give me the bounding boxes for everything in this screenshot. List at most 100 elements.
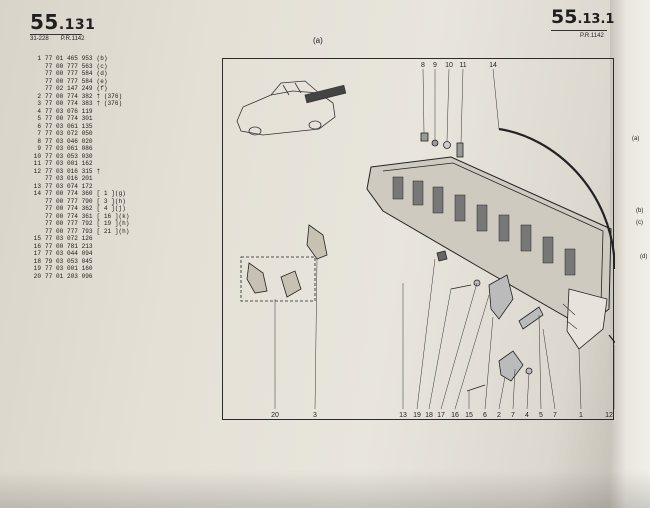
part-reference: 79 03 053 045 xyxy=(45,257,93,265)
part-note: (c) xyxy=(96,62,108,70)
car-sketch xyxy=(236,80,347,136)
part-note: † (376) xyxy=(96,92,123,100)
part-number: 17 xyxy=(33,250,41,257)
part-reference: 77 03 044 094 xyxy=(45,250,93,257)
header-pr-code: P.R.1142 xyxy=(60,36,85,42)
page-code-right: 55.13.1 xyxy=(551,6,614,28)
page-code-main: 55 xyxy=(30,10,59,34)
page-code-right-sub: .13.1 xyxy=(577,12,615,27)
part-reference: 77 03 001 160 xyxy=(45,265,93,272)
part-number: 15 xyxy=(33,235,41,242)
parts-row: 77 00 774 361[ 16 ](k) xyxy=(32,213,129,221)
callout-label: 10 xyxy=(445,62,453,69)
page-code-left: 55.131 xyxy=(30,10,95,34)
callout-label: 20 xyxy=(271,412,279,419)
parts-row: 16 77 00 781 213 xyxy=(32,243,129,251)
callout-label: 15 xyxy=(465,412,473,419)
part-reference: 77 00 777 790 xyxy=(45,197,93,205)
header-rule-left xyxy=(30,34,82,35)
part-number: 6 xyxy=(37,122,41,130)
part-note: [ 21 ](h) xyxy=(96,227,130,235)
parts-row: 77 00 777 790[ 3 ](h) xyxy=(32,198,129,206)
part-number: 18 xyxy=(33,257,41,265)
parts-row: 19 77 03 001 160 xyxy=(32,265,129,273)
part-number: 4 xyxy=(37,107,41,115)
callout-label: 7 xyxy=(553,412,557,419)
part-number: 16 xyxy=(33,242,41,250)
parts-row: 77 00 777 563(c) xyxy=(32,63,129,71)
part-number: 19 xyxy=(33,265,41,272)
part-note: (e) xyxy=(96,77,108,85)
part-number: 7 xyxy=(37,130,41,137)
part-reference: 77 00 774 361 xyxy=(45,212,93,220)
part-reference: 77 02 147 249 xyxy=(45,85,93,92)
part-note: † xyxy=(96,167,101,175)
part-reference: 77 03 016 315 xyxy=(45,167,93,175)
callout-label: 19 xyxy=(413,412,421,419)
parts-row: 7 77 03 072 050 xyxy=(32,130,129,138)
part-reference: 77 03 016 201 xyxy=(45,175,93,182)
part-number: 11 xyxy=(33,160,41,167)
callout-label: 17 xyxy=(437,412,445,419)
part-reference: 77 00 777 584 xyxy=(45,77,93,85)
margin-label: (b) xyxy=(636,208,644,214)
part-reference: 77 03 046 020 xyxy=(45,137,93,145)
part-number: 14 xyxy=(33,190,41,197)
part-number: 9 xyxy=(37,145,41,152)
part-number: 20 xyxy=(33,272,41,280)
parts-row: 77 00 777 792[ 19 ](h) xyxy=(32,220,129,228)
parts-row: 4 77 03 076 119 xyxy=(32,108,129,116)
part-reference: 77 03 076 119 xyxy=(45,107,93,115)
callout-label: 4 xyxy=(525,412,529,419)
margin-label: (d) xyxy=(640,254,648,260)
part-reference: 77 03 072 050 xyxy=(45,130,93,137)
part-note: [ 4 ](j) xyxy=(96,205,126,212)
part-note: (b) xyxy=(96,55,108,62)
parts-row: 77 00 777 793[ 21 ](h) xyxy=(32,228,129,236)
part-reference: 77 01 203 096 xyxy=(45,272,93,280)
part-reference: 77 00 774 360 xyxy=(45,190,93,197)
trim-strip xyxy=(498,127,617,270)
part-reference: 77 03 001 162 xyxy=(45,160,93,167)
callout-label: 14 xyxy=(489,62,497,69)
parts-row: 77 03 016 201 xyxy=(32,175,129,183)
part-note: (f) xyxy=(96,85,108,92)
part-reference: 77 00 774 383 xyxy=(45,100,93,107)
part-reference: 77 00 781 213 xyxy=(45,242,93,250)
parts-row: 17 77 03 044 094 xyxy=(32,250,129,258)
part-reference: 77 03 074 172 xyxy=(45,182,93,190)
callout-label: 12 xyxy=(605,412,613,419)
parts-row: 11 77 03 001 162 xyxy=(32,160,129,168)
parts-row: 18 79 03 053 045 xyxy=(32,258,129,266)
part-number: 12 xyxy=(33,167,41,175)
callout-label: 1 xyxy=(579,412,583,419)
part-reference: 77 01 465 953 xyxy=(45,55,93,62)
header-ref-code: 31-228 xyxy=(30,36,49,42)
parts-row: 77 00 777 584(e) xyxy=(32,78,129,86)
part-number: 5 xyxy=(37,115,41,122)
part-number: 2 xyxy=(37,92,41,100)
parts-row: 6 77 03 061 135 xyxy=(32,123,129,131)
part-reference: 77 00 777 793 xyxy=(45,227,93,235)
callout-label: 9 xyxy=(433,62,437,69)
callout-label: 11 xyxy=(459,62,466,69)
part-reference: 77 03 053 030 xyxy=(45,152,93,160)
part-reference: 77 03 061 135 xyxy=(45,122,93,130)
callout-label: 5 xyxy=(539,412,543,419)
part-reference: 77 00 774 301 xyxy=(45,115,93,122)
part-number: 8 xyxy=(37,137,41,145)
page-code-right-main: 55 xyxy=(551,6,578,28)
page-shadow xyxy=(0,470,650,508)
header-ref-right: P.R.1142 xyxy=(580,33,604,39)
part-note: (d) xyxy=(96,70,108,77)
callout-label: 13 xyxy=(399,412,407,419)
part-note: [ 19 ](h) xyxy=(96,220,130,227)
